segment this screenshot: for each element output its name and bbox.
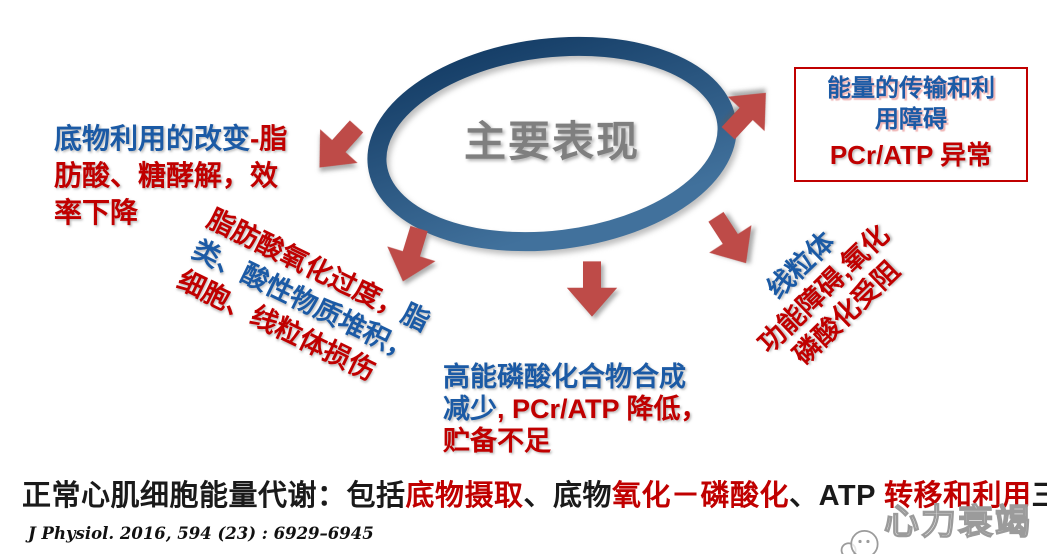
callout-line: 底物利用的改变-脂	[54, 120, 287, 157]
text-segment: 能量的传输和利	[827, 75, 995, 102]
journal-citation: J Physiol. 2016, 594 (23) : 6929–6945	[28, 524, 374, 543]
energy-transfer-box: 能量的传输和利 用障碍 PCr/ATP 异常	[794, 67, 1028, 182]
summary-sentence: 正常心肌细胞能量代谢：包括底物摄取、底物氧化－磷酸化、ATP 转移和利用三方面	[22, 472, 1047, 514]
text-segment: 底物摄取	[405, 480, 524, 512]
text-segment: 转移和利用	[883, 480, 1032, 512]
text-segment: 三方面	[1031, 480, 1047, 512]
callout-substrate-utilization: 底物利用的改变-脂 肪酸、糖酵解，效 率下降	[54, 120, 287, 231]
text-segment: 、底物	[523, 480, 613, 512]
text-segment: 氧化－磷酸化	[612, 480, 790, 512]
text-segment: PCr/ATP 异常	[829, 140, 993, 170]
block-arrow-down-left-icon	[319, 120, 364, 168]
text-segment: 贮备不足	[443, 426, 551, 456]
chat-bubble-face-icon	[840, 530, 879, 554]
callout-line: 减少, PCr/ATP 降低，	[443, 393, 708, 425]
energy-transfer-box-line: 能量的传输和利	[796, 73, 1026, 104]
callout-line: 高能磷酸化合物合成	[443, 361, 708, 393]
text-segment: -脂	[250, 123, 288, 154]
text-segment: 底物利用的改变	[54, 123, 251, 154]
text-segment: 、ATP	[789, 480, 884, 512]
text-segment: 减少	[443, 394, 497, 424]
text-segment: 率下降	[54, 197, 139, 228]
callout-high-energy-phosphate: 高能磷酸化合物合成 减少, PCr/ATP 降低， 贮备不足	[443, 361, 708, 457]
text-segment: 肪酸、糖酵解，效	[54, 160, 279, 191]
block-arrow-up-right-icon	[721, 92, 766, 140]
text-segment: 正常心肌细胞能量代谢：包括	[22, 480, 406, 512]
text-segment: 用障碍	[875, 106, 947, 133]
block-arrow-down-icon	[566, 261, 618, 317]
callout-line: 率下降	[54, 194, 287, 231]
callout-line: 贮备不足	[443, 425, 708, 457]
site-watermark: 心力衰竭网	[838, 494, 1047, 554]
block-arrow-down-right-icon	[708, 211, 752, 264]
energy-transfer-box-line: 用障碍	[796, 104, 1026, 135]
center-title: 主要表现	[463, 118, 640, 165]
block-arrow-down-left-small-icon	[387, 225, 436, 282]
watermark-label: 心力衰竭网	[883, 502, 1033, 554]
text-segment: 高能磷酸化合物合成	[443, 362, 686, 392]
callout-line: 肪酸、糖酵解，效	[54, 157, 287, 194]
energy-transfer-box-line: PCr/ATP 异常	[796, 135, 1026, 175]
text-segment: , PCr/ATP 降低，	[497, 394, 708, 424]
